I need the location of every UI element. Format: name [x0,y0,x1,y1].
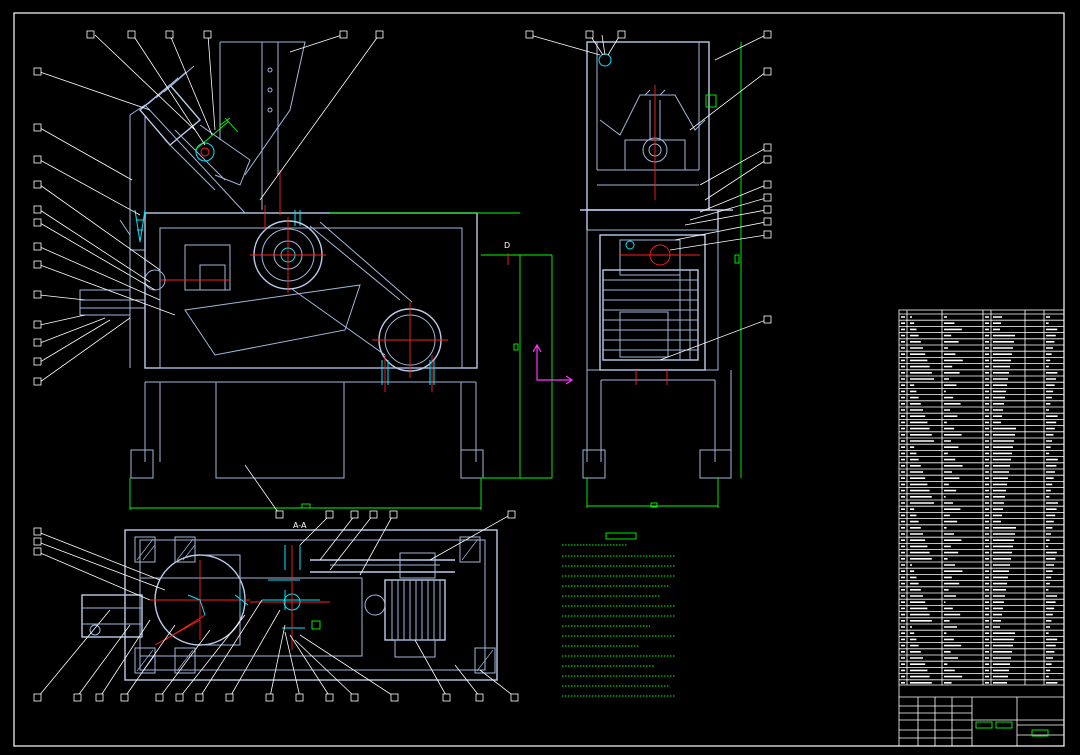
top-view: A-A [81,521,498,681]
leader-lines [37,34,767,698]
item-tags [33,30,772,702]
parts-list-table [898,309,1065,747]
section-label: A-A [293,521,307,530]
dimension-label: D [504,241,510,250]
side-view [580,41,742,508]
front-view: D [79,41,574,510]
technical-notes [562,532,676,697]
